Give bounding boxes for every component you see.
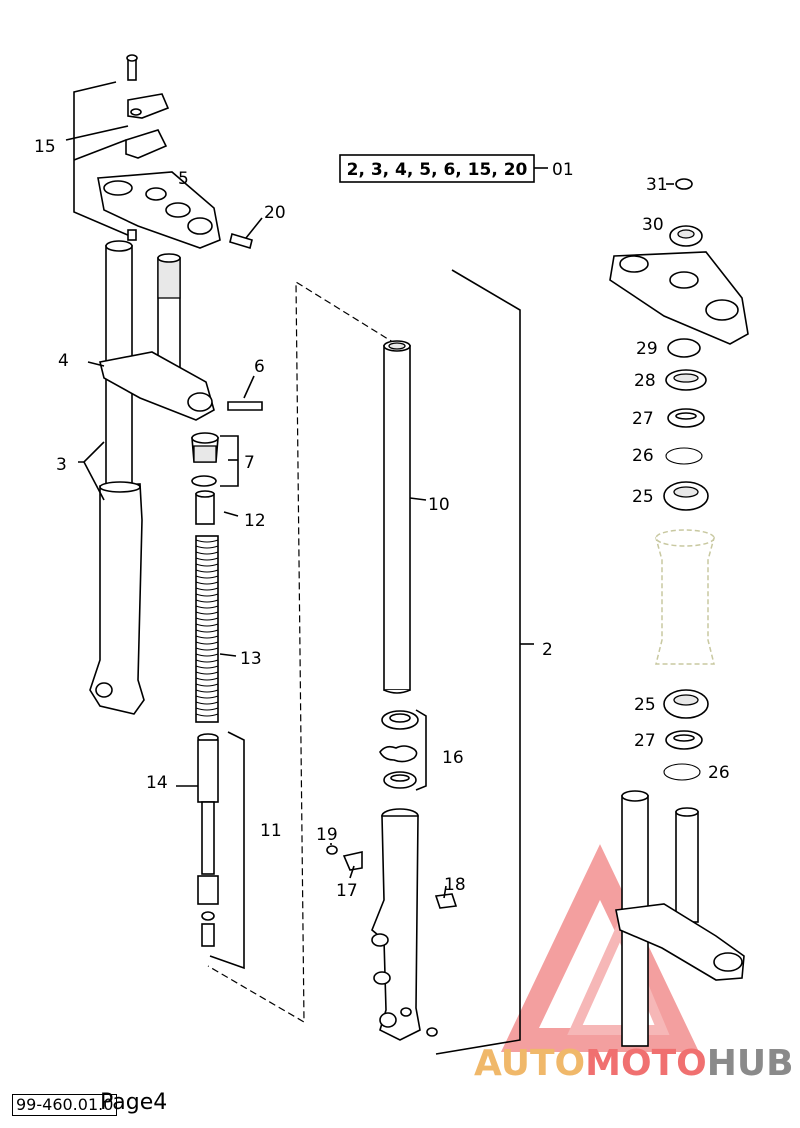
callout-18: 18	[444, 875, 466, 895]
assembly-code-box: 2, 3, 4, 5, 6, 15, 20 01	[339, 154, 574, 183]
watermark-text: AUTOMOTOHUB	[474, 1044, 794, 1084]
callout-27-lower: 27	[634, 731, 656, 751]
callout-16: 16	[442, 748, 464, 768]
callout-28: 28	[634, 371, 656, 391]
watermark-auto: AUTO	[474, 1043, 586, 1084]
spring-coil	[195, 695, 219, 699]
spring-coil	[195, 581, 219, 585]
spring-coil	[195, 575, 219, 579]
spring-coil	[195, 701, 219, 705]
spring-coil	[195, 677, 219, 681]
callout-4: 4	[58, 351, 69, 371]
spring-coil	[195, 593, 219, 597]
callout-19: 19	[316, 825, 338, 845]
spring-coil	[195, 689, 219, 693]
callout-29: 29	[636, 339, 658, 359]
callout-27: 27	[632, 409, 654, 429]
outer-fork-leg	[326, 808, 458, 1041]
callout-3: 3	[56, 455, 67, 475]
spring-coil	[195, 671, 219, 675]
callout-30: 30	[642, 215, 664, 235]
spring-coil	[195, 659, 219, 663]
callout-12: 12	[244, 511, 266, 531]
spring-coil	[195, 563, 219, 567]
assembly-parts-list: 2, 3, 4, 5, 6, 15, 20	[347, 160, 528, 180]
spring-coil	[195, 641, 219, 645]
assembly-bracket-lines	[207, 269, 534, 1055]
spring-coil	[195, 665, 219, 669]
fork-leg-assembled	[78, 240, 263, 715]
assembly-code: 01	[552, 160, 574, 180]
callout-15: 15	[34, 137, 56, 157]
callout-6: 6	[254, 357, 265, 377]
spring-coil	[195, 683, 219, 687]
spring-coil	[195, 653, 219, 657]
page-number: Page4	[100, 1090, 168, 1115]
callout-20: 20	[264, 203, 286, 223]
spring-coil	[195, 557, 219, 561]
spring-coil	[195, 569, 219, 573]
callout-labels: 15 5 20 4 6 7 3 12 13 14 11 10 16 19 17 …	[34, 137, 730, 901]
spring-coil	[195, 707, 219, 711]
callout-17: 17	[336, 881, 358, 901]
callout-25-lower: 25	[634, 695, 656, 715]
document-code: 99-460.01.0	[12, 1094, 118, 1116]
callout-13: 13	[240, 649, 262, 669]
spring-coil	[195, 599, 219, 603]
spring-coil	[195, 545, 219, 549]
spring-coil	[195, 605, 219, 609]
callout-31: 31	[646, 175, 668, 195]
callout-7: 7	[244, 453, 255, 473]
callout-25: 25	[632, 487, 654, 507]
watermark-logo	[500, 844, 700, 1052]
spring-coil	[195, 539, 219, 543]
spring-coil	[195, 587, 219, 591]
spring-coil	[195, 551, 219, 555]
spring-coil	[195, 629, 219, 633]
spring-damper-parts	[176, 432, 245, 970]
callout-26-lower: 26	[708, 763, 730, 783]
watermark-hub: HUB	[706, 1043, 794, 1084]
callout-26: 26	[632, 446, 654, 466]
watermark-moto: MOTO	[585, 1043, 707, 1084]
callout-leaders	[87, 167, 674, 899]
spring-coil	[195, 647, 219, 651]
callout-2: 2	[542, 640, 553, 660]
inner-tube-and-seals	[379, 340, 427, 791]
callout-11: 11	[260, 821, 282, 841]
callout-5: 5	[178, 169, 189, 189]
spring-coil	[195, 623, 219, 627]
callout-14: 14	[146, 773, 168, 793]
callout-10: 10	[428, 495, 450, 515]
spring-coil	[195, 635, 219, 639]
spring-coil	[195, 617, 219, 621]
spring-coil	[195, 611, 219, 615]
upper-triple-clamp	[97, 171, 253, 250]
steering-stem-parts	[609, 178, 749, 1047]
spring-coil	[195, 713, 219, 717]
handlebar-clamp-group	[65, 54, 170, 237]
